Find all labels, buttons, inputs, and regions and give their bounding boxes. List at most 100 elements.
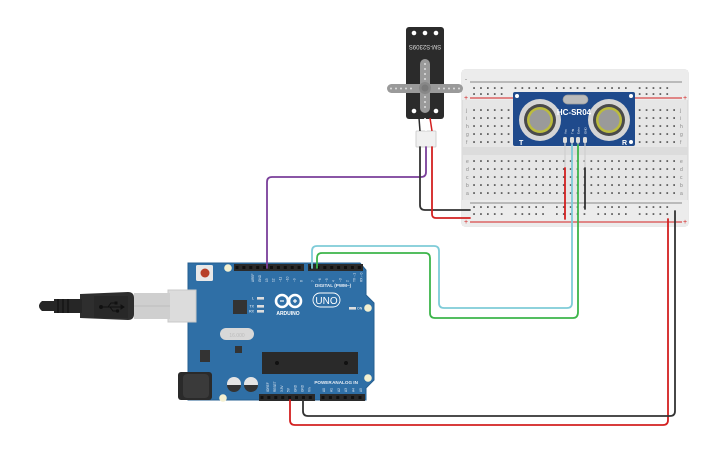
breadboard-hole <box>597 160 600 162</box>
breadboard-hole <box>473 117 475 119</box>
header-pin <box>344 266 347 269</box>
breadboard-hole <box>597 168 600 170</box>
breadboard-hole <box>583 87 586 89</box>
breadboard-hole <box>487 109 489 111</box>
breadboard-hole <box>500 176 503 178</box>
pin-label: TX→1 <box>352 273 356 282</box>
pin-label: A0 <box>322 388 326 392</box>
wire-echo[interactable] <box>316 144 579 319</box>
analog-header[interactable] <box>320 394 365 401</box>
breadboard-hole <box>659 160 662 162</box>
breadboard-hole <box>666 87 669 89</box>
breadboard-hole <box>625 213 627 215</box>
row-letter: d <box>466 167 469 173</box>
breadboard-hole <box>487 87 489 89</box>
breadboard-hole <box>618 176 620 178</box>
breadboard-hole <box>638 117 641 119</box>
horn-hole <box>410 87 412 90</box>
breadboard-hole <box>473 184 475 186</box>
wire-servo-signal[interactable] <box>266 146 427 269</box>
usb-cable[interactable] <box>39 292 170 320</box>
breadboard-hole <box>521 184 524 186</box>
breadboard-hole <box>569 184 572 186</box>
breadboard-hole <box>638 109 641 111</box>
digital-label: DIGITAL (PWM~) <box>315 283 352 288</box>
row-letter: e <box>680 159 683 165</box>
reset-button-cap[interactable] <box>200 268 210 278</box>
breadboard-hole <box>625 192 627 194</box>
breadboard-hole <box>514 206 517 208</box>
pin-label: ~10 <box>286 276 290 282</box>
breadboard-hole <box>500 133 503 135</box>
header-pin <box>350 266 354 269</box>
sensor-pin-label: GND <box>583 127 587 135</box>
breadboard-hole <box>493 206 496 208</box>
arduino-logo <box>274 293 303 309</box>
digital-header-right[interactable] <box>308 264 363 271</box>
breadboard-hole <box>562 160 565 162</box>
horn-hole <box>453 87 455 90</box>
breadboard-hole <box>493 213 496 215</box>
breadboard-hole <box>487 213 489 215</box>
breadboard-hole <box>666 125 669 127</box>
breadboard-hole <box>473 168 475 170</box>
header-pin <box>242 266 246 269</box>
wire-servo-vcc[interactable] <box>431 146 471 219</box>
breadboard-hole <box>480 160 482 162</box>
breadboard-hole <box>542 184 544 186</box>
breadboard-hole <box>507 160 510 162</box>
breadboard-hole <box>528 87 531 89</box>
pin-label: GND <box>301 384 305 392</box>
breadboard-hole <box>645 206 648 208</box>
servo-motor[interactable]: SM-S2309S <box>387 27 463 148</box>
breadboard-hole <box>493 141 496 143</box>
breadboard-hole <box>500 192 503 194</box>
header-pin <box>343 396 347 399</box>
breadboard-hole <box>487 176 489 178</box>
capacitor <box>244 377 258 392</box>
pin-label: 7 <box>311 280 315 282</box>
servo-hole <box>433 30 439 36</box>
breadboard-hole <box>652 206 655 208</box>
pin-label: 4 <box>332 280 336 282</box>
usb-icon <box>99 301 125 313</box>
pin-label: GND <box>258 274 262 282</box>
breadboard-hole <box>638 160 641 162</box>
breadboard-hole <box>652 192 655 194</box>
chip-notch <box>275 361 279 365</box>
row-letter: d <box>680 167 683 173</box>
breadboard-hole <box>507 117 510 119</box>
breadboard-hole <box>666 184 669 186</box>
pin-label: A4 <box>352 388 356 392</box>
breadboard-hole <box>535 160 537 162</box>
breadboard-hole <box>521 213 524 215</box>
wire-arduino-gnd[interactable] <box>302 210 676 417</box>
servo-hole <box>411 108 417 114</box>
breadboard-hole <box>480 93 482 95</box>
wire-servo-gnd[interactable] <box>419 146 471 211</box>
wire-trig[interactable] <box>311 144 573 309</box>
usb-port <box>167 289 197 323</box>
wires <box>266 144 676 426</box>
breadboard-hole <box>528 160 531 162</box>
header-pin <box>288 396 292 399</box>
breadboard-hole <box>500 168 503 170</box>
breadboard-hole <box>590 192 593 194</box>
horn-hole <box>424 78 426 80</box>
horn-hole <box>390 87 392 90</box>
breadboard-hole <box>562 87 565 89</box>
breadboard-hole <box>556 168 558 170</box>
breadboard-hole <box>473 93 475 95</box>
breadboard-hole <box>493 93 496 95</box>
rail-plus-label-right: + <box>683 95 687 102</box>
breadboard-hole <box>645 192 648 194</box>
digital-header-left[interactable] <box>234 264 304 271</box>
power-header[interactable] <box>259 394 315 401</box>
sensor-model-label: HC-SR04 <box>557 108 592 117</box>
wire-arduino-5v[interactable] <box>289 218 669 426</box>
breadboard-hole <box>542 87 544 89</box>
sensor-pin <box>570 137 574 143</box>
arduino-uno[interactable]: 16.000 DIGITAL (PWM~) POWER ANALOG IN AR… <box>167 262 375 402</box>
breadboard-hole <box>480 168 482 170</box>
